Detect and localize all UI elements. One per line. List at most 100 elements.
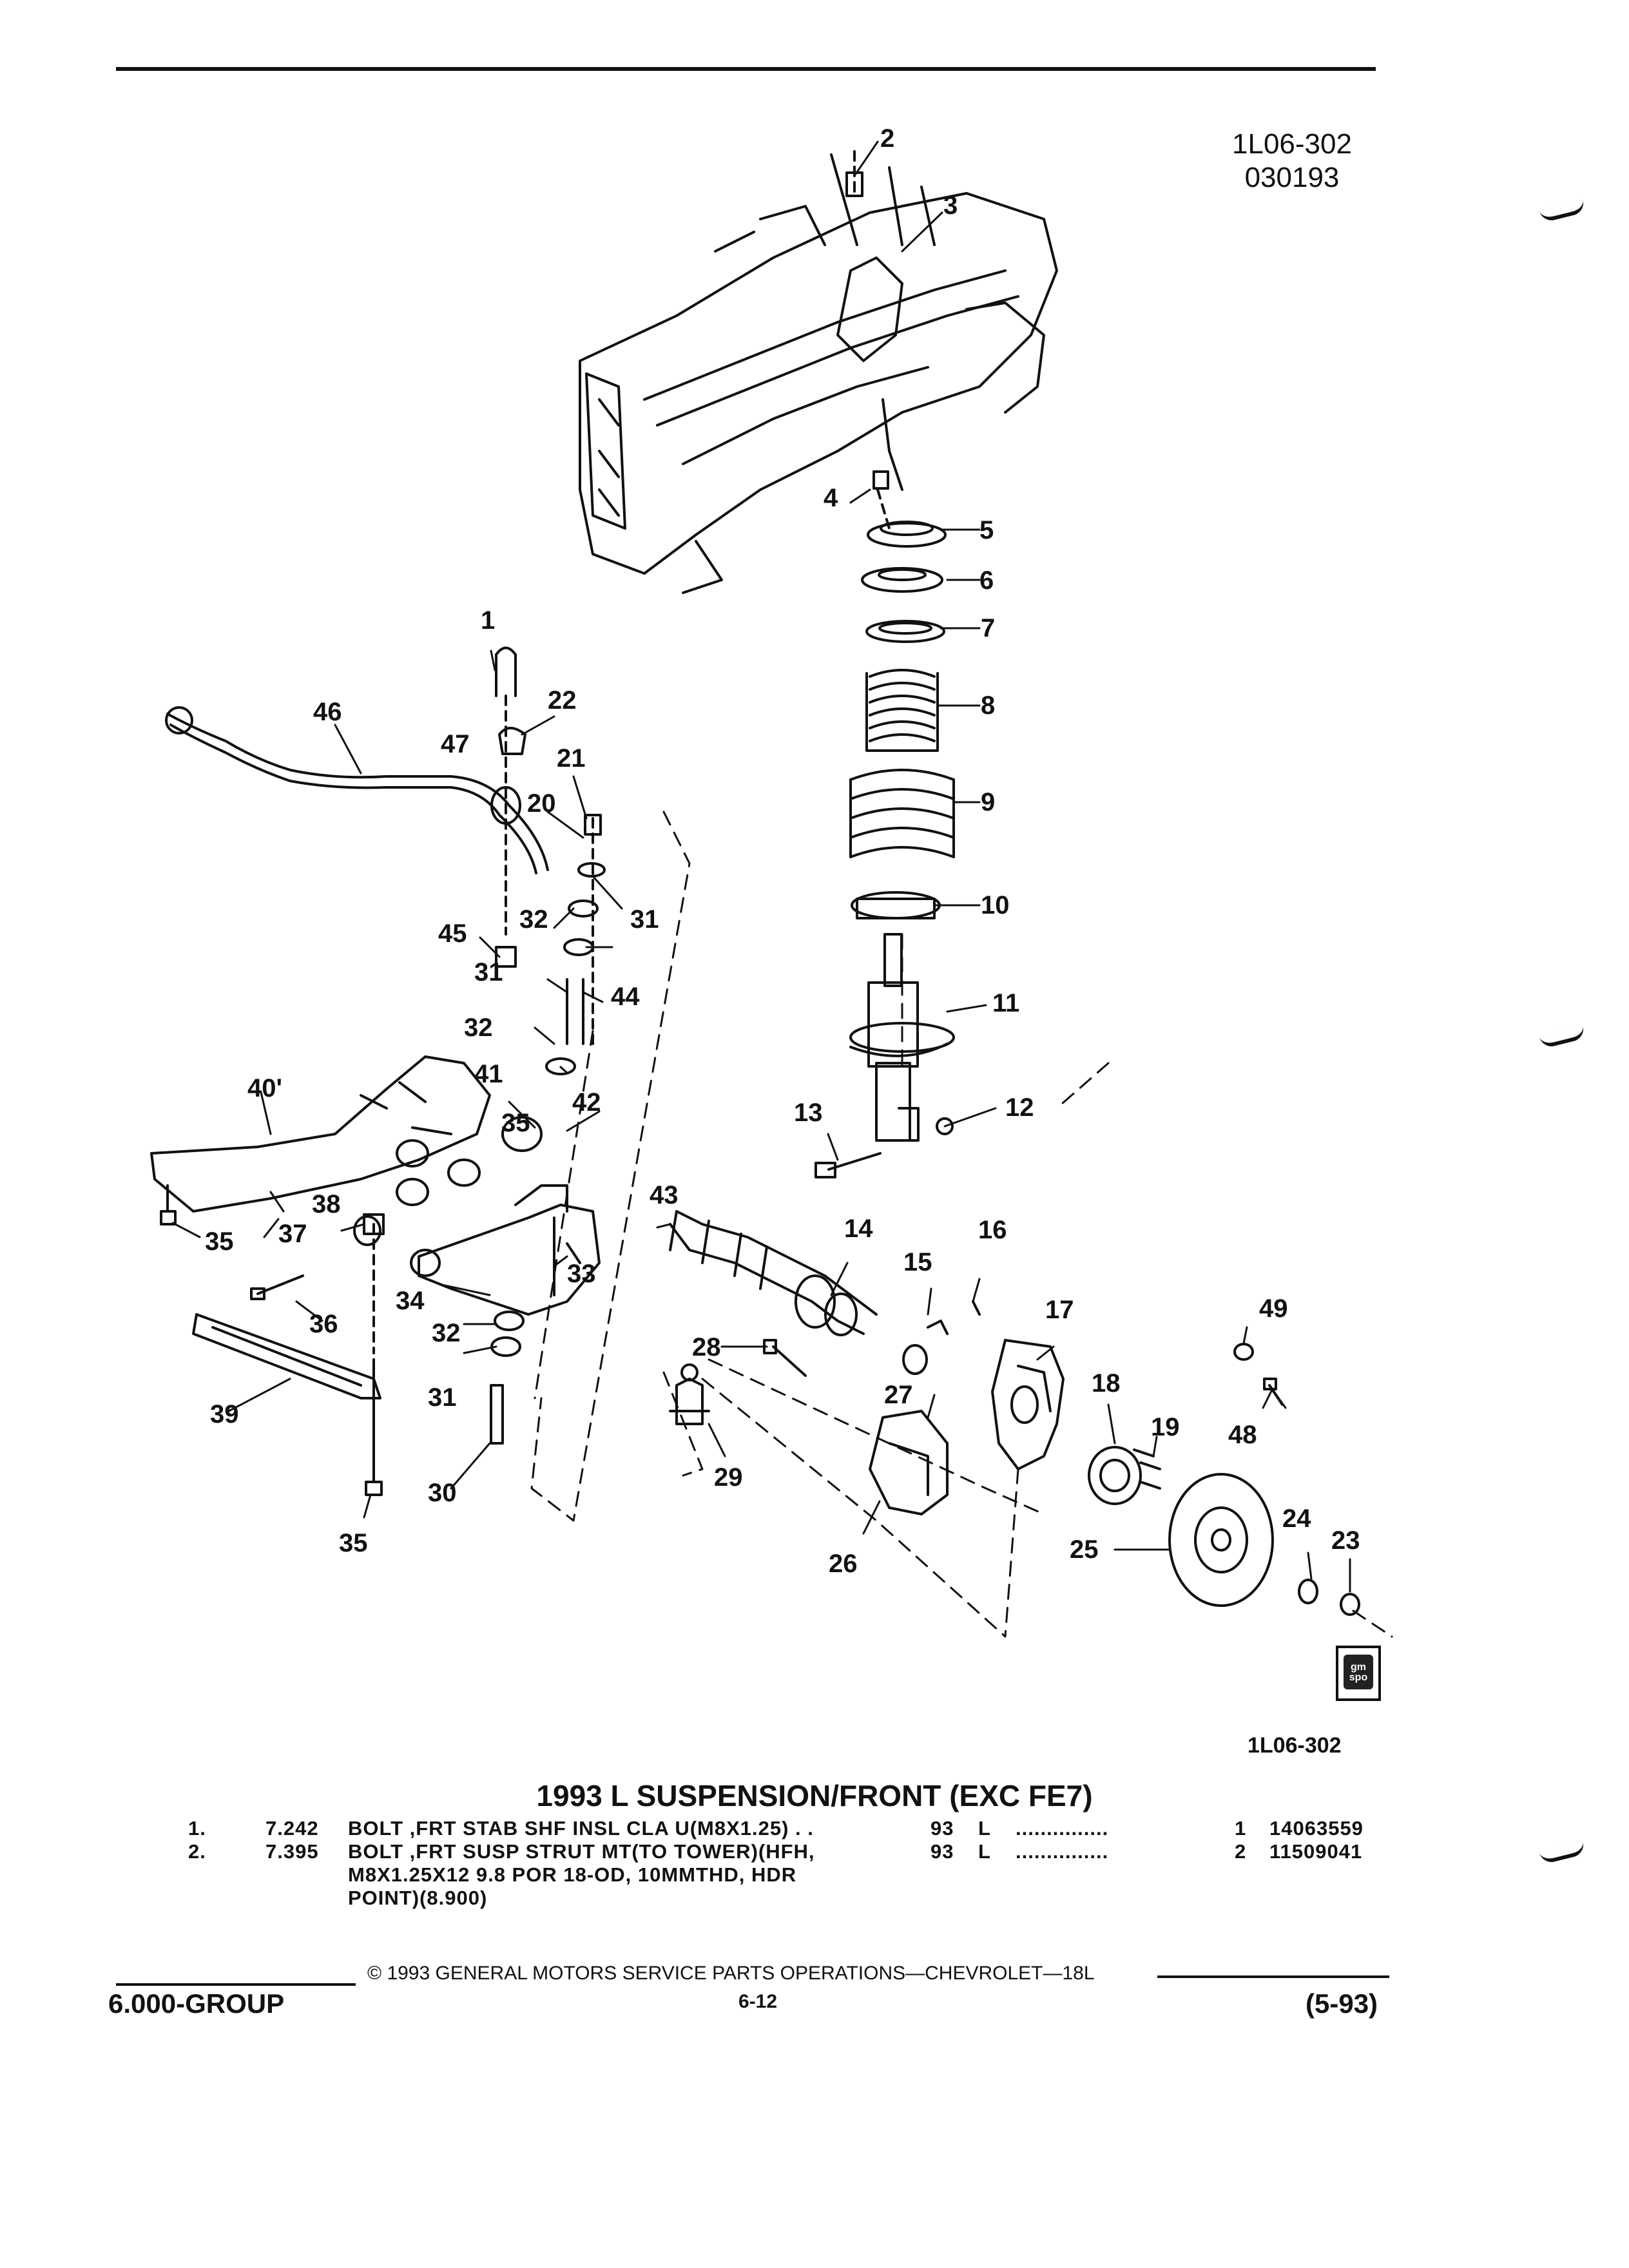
callout-49: 49 — [1259, 1294, 1288, 1323]
callout-46: 46 — [313, 698, 342, 726]
callout-4: 4 — [824, 484, 838, 512]
callout-6: 6 — [979, 566, 994, 595]
part-leader-dots: ............... — [1016, 1840, 1109, 1863]
reference-code-date: 030193 — [1244, 162, 1340, 193]
callout-32a: 32 — [519, 905, 548, 934]
callout-26: 26 — [829, 1550, 858, 1578]
callout-28: 28 — [692, 1333, 721, 1361]
part-quantity: 1 — [1235, 1817, 1247, 1840]
callout-35c: 35 — [339, 1529, 368, 1557]
callout-1: 1 — [481, 606, 495, 635]
callout-16: 16 — [978, 1216, 1007, 1244]
parts-row: 2. 7.395 BOLT ,FRT SUSP STRUT MT(TO TOWE… — [0, 1840, 1629, 1869]
part-index: 1. — [188, 1817, 206, 1840]
footer-group: 6.000-GROUP — [108, 1988, 285, 2019]
callout-40: 40' — [247, 1074, 282, 1102]
diagram-caption: 1L06-302 — [1248, 1733, 1342, 1758]
footer-date-code: (5-93) — [1306, 1988, 1378, 2019]
callout-19: 19 — [1151, 1413, 1180, 1441]
part-number: 11509041 — [1269, 1840, 1363, 1863]
part-year: 93 — [930, 1840, 954, 1863]
parts-row: 1. 7.242 BOLT ,FRT STAB SHF INSL CLA U(M… — [0, 1817, 1629, 1845]
callout-44: 44 — [611, 983, 640, 1011]
callout-20: 20 — [527, 789, 556, 818]
top-rule — [116, 67, 1376, 71]
callout-25: 25 — [1070, 1535, 1099, 1564]
brake-caliper — [869, 1410, 949, 1515]
callout-11: 11 — [992, 989, 1019, 1017]
strut-tower-frame — [579, 153, 1058, 594]
callout-32b: 32 — [464, 1014, 493, 1042]
callout-7: 7 — [981, 614, 995, 642]
callout-2: 2 — [880, 124, 894, 153]
callout-35a: 35 — [501, 1109, 530, 1137]
part-description-continuation: POINT)(8.900) — [348, 1887, 488, 1909]
part-code: 7.242 — [265, 1817, 319, 1840]
callout-31c: 31 — [428, 1383, 457, 1412]
part-quantity: 2 — [1235, 1840, 1247, 1863]
support-brace — [192, 1313, 381, 1399]
part-series: L — [978, 1840, 991, 1863]
callout-29: 29 — [714, 1463, 743, 1492]
callout-18: 18 — [1092, 1369, 1121, 1398]
footer-rule-left — [116, 1983, 356, 1986]
callout-23: 23 — [1331, 1526, 1360, 1555]
part-number: 14063559 — [1269, 1817, 1364, 1840]
callout-35b: 35 — [205, 1227, 234, 1256]
misc-bolts — [763, 1339, 1284, 1406]
callout-21: 21 — [557, 744, 586, 773]
part-description: BOLT ,FRT STAB SHF INSL CLA U(M8X1.25) .… — [348, 1817, 814, 1840]
phantom-lines — [530, 811, 1393, 1638]
callout-31b: 31 — [630, 905, 659, 934]
callout-9: 9 — [981, 788, 995, 816]
callout-22: 22 — [548, 686, 577, 715]
callout-32c: 32 — [432, 1319, 461, 1347]
callout-36: 36 — [309, 1310, 338, 1338]
callout-30: 30 — [428, 1479, 457, 1507]
callout-27: 27 — [884, 1381, 913, 1409]
callout-5: 5 — [979, 516, 994, 544]
callout-48: 48 — [1228, 1421, 1257, 1449]
callout-33: 33 — [567, 1260, 596, 1288]
callout-12: 12 — [1005, 1093, 1034, 1122]
hub-bearing — [1088, 1446, 1161, 1505]
callout-3: 3 — [943, 191, 958, 220]
reference-code-id: 1L06-302 — [1232, 128, 1352, 160]
callout-41: 41 — [474, 1060, 503, 1088]
callout-39: 39 — [210, 1400, 239, 1428]
gm-spo-logo: gm spo — [1336, 1646, 1381, 1701]
callout-43: 43 — [650, 1181, 679, 1209]
callout-17: 17 — [1045, 1296, 1074, 1324]
callout-15: 15 — [903, 1248, 932, 1276]
callout-8: 8 — [981, 691, 995, 720]
part-series: L — [978, 1817, 991, 1840]
part-index: 2. — [188, 1840, 206, 1863]
callout-31a: 31 — [474, 958, 503, 986]
drive-axle — [669, 1210, 981, 1375]
part-leader-dots: ............... — [1016, 1817, 1109, 1840]
callout-38: 38 — [312, 1190, 341, 1218]
callout-13: 13 — [794, 1099, 823, 1127]
ball-joint — [669, 1363, 710, 1425]
part-year: 93 — [930, 1817, 954, 1840]
gm-spo-logo-text: gm spo — [1349, 1662, 1368, 1683]
steering-knuckle — [991, 1339, 1065, 1470]
footer-rule-right — [1157, 1975, 1389, 1978]
callout-42: 42 — [572, 1088, 601, 1117]
callout-45: 45 — [438, 919, 467, 948]
footer-page-number: 6-12 — [738, 1991, 778, 2012]
callout-47: 47 — [441, 730, 470, 758]
callout-34: 34 — [396, 1287, 425, 1315]
stabilizer-bar — [165, 646, 606, 1075]
strut-stack — [815, 150, 955, 1178]
suspension-exploded-diagram: 2 3 4 5 6 7 8 9 10 11 12 13 14 15 16 17 … — [150, 124, 1393, 1638]
part-description: BOLT ,FRT SUSP STRUT MT(TO TOWER)(HFH, — [348, 1840, 815, 1863]
section-title: 1993 L SUSPENSION/FRONT (EXC FE7) — [536, 1779, 1093, 1812]
reference-code: 1L06-302 030193 — [1215, 128, 1369, 195]
callout-labels: 2 3 4 5 6 7 8 9 10 11 12 13 14 15 16 17 … — [205, 124, 1360, 1578]
callout-24: 24 — [1282, 1504, 1311, 1533]
callout-10: 10 — [981, 891, 1010, 919]
leader-lines — [171, 140, 1351, 1593]
part-description-continuation: M8X1.25X12 9.8 POR 18-OD, 10MMTHD, HDR — [348, 1863, 797, 1886]
footer-copyright: © 1993 GENERAL MOTORS SERVICE PARTS OPER… — [367, 1963, 1095, 1984]
